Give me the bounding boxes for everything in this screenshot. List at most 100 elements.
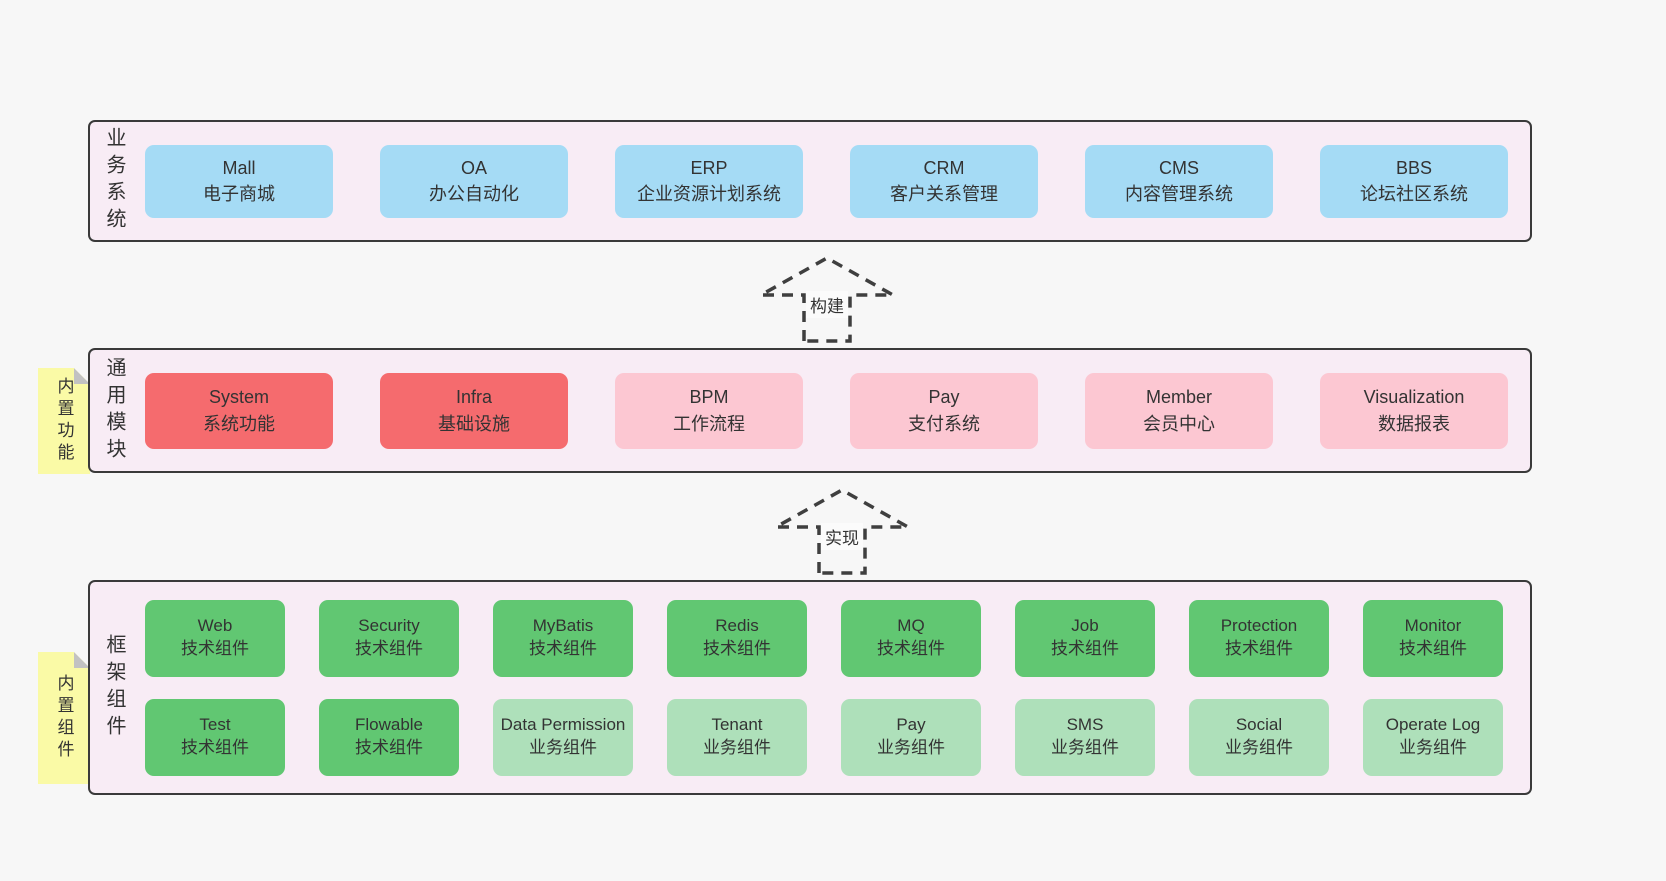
- module-data-permission: Data Permission 业务组件: [493, 698, 633, 776]
- module-row: Web 技术组件 Security 技术组件 MyBatis 技术组件 Redi…: [145, 599, 1520, 677]
- band-common-modules: 通用模块 System 系统功能 Infra 基础设施 BPM 工作流程 Pay…: [88, 348, 1532, 473]
- module-title: Web: [197, 616, 233, 636]
- module-mq: MQ 技术组件: [841, 599, 981, 677]
- module-title: Security: [358, 616, 420, 636]
- module-security: Security 技术组件: [319, 599, 459, 677]
- module-title: ERP: [690, 157, 728, 178]
- module-title: System: [208, 387, 269, 408]
- module-title: Test: [199, 715, 231, 735]
- sticky-built-in-components-label: 内置组件: [54, 674, 74, 762]
- module-tenant: Tenant 业务组件: [667, 698, 807, 776]
- module-title: CMS: [1159, 157, 1199, 178]
- module-title: Pay: [896, 715, 926, 735]
- module-row: Test 技术组件 Flowable 技术组件 Data Permission …: [145, 698, 1520, 776]
- module-title: Tenant: [711, 715, 763, 735]
- module-subtitle: 业务组件: [703, 738, 771, 757]
- module-monitor: Monitor 技术组件: [1363, 599, 1503, 677]
- module-operate-log: Operate Log 业务组件: [1363, 698, 1503, 776]
- module-subtitle: 技术组件: [1225, 639, 1293, 658]
- module-title: Member: [1145, 387, 1212, 408]
- arrow-implement-label: 实现: [821, 523, 863, 550]
- module-title: BBS: [1395, 157, 1433, 178]
- band-business-systems-label: 业务系统: [103, 127, 125, 235]
- band-business-systems-rows: Mall 电子商城 OA 办公自动化 ERP 企业资源计划系统 CRM 客户关系…: [145, 122, 1520, 240]
- sticky-built-in-components: 内置组件: [38, 652, 90, 784]
- sticky-built-in-functions: 内置功能: [38, 368, 90, 474]
- module-subtitle: 技术组件: [355, 738, 423, 757]
- module-row: System 系统功能 Infra 基础设施 BPM 工作流程 Pay 支付系统…: [145, 372, 1520, 449]
- module-subtitle: 技术组件: [355, 639, 423, 658]
- module-subtitle: 客户关系管理: [890, 184, 998, 204]
- module-title: BPM: [689, 387, 729, 408]
- module-subtitle: 工作流程: [673, 413, 745, 434]
- arrow-build: 构建: [757, 255, 897, 343]
- module-oa: OA 办公自动化: [380, 144, 568, 218]
- module-title: Visualization: [1363, 387, 1465, 408]
- module-pay: Pay 支付系统: [850, 372, 1038, 449]
- module-subtitle: 电子商城: [203, 184, 275, 204]
- band-framework-components-rows: Web 技术组件 Security 技术组件 MyBatis 技术组件 Redi…: [145, 582, 1520, 793]
- module-subtitle: 技术组件: [181, 639, 249, 658]
- module-subtitle: 技术组件: [529, 639, 597, 658]
- module-subtitle: 业务组件: [1399, 738, 1467, 757]
- module-system: System 系统功能: [145, 372, 333, 449]
- band-common-modules-rows: System 系统功能 Infra 基础设施 BPM 工作流程 Pay 支付系统…: [145, 350, 1520, 471]
- module-subtitle: 业务组件: [1051, 738, 1119, 757]
- module-mall: Mall 电子商城: [145, 144, 333, 218]
- module-subtitle: 技术组件: [1399, 639, 1467, 658]
- module-subtitle: 技术组件: [181, 738, 249, 757]
- module-sms: SMS 业务组件: [1015, 698, 1155, 776]
- module-flowable: Flowable 技术组件: [319, 698, 459, 776]
- module-job: Job 技术组件: [1015, 599, 1155, 677]
- module-title: Data Permission: [500, 715, 626, 735]
- module-protection: Protection 技术组件: [1189, 599, 1329, 677]
- module-title: Pay: [928, 387, 960, 408]
- module-subtitle: 业务组件: [529, 738, 597, 757]
- band-framework-components-label: 框架组件: [103, 633, 125, 742]
- band-common-modules-label: 通用模块: [103, 356, 125, 465]
- module-bpm: BPM 工作流程: [615, 372, 803, 449]
- module-mybatis: MyBatis 技术组件: [493, 599, 633, 677]
- module-subtitle: 基础设施: [438, 413, 510, 434]
- module-subtitle: 业务组件: [877, 738, 945, 757]
- module-title: Redis: [715, 616, 759, 636]
- module-subtitle: 企业资源计划系统: [637, 184, 781, 204]
- module-title: SMS: [1066, 715, 1104, 735]
- module-title: MyBatis: [532, 616, 594, 636]
- module-title: Protection: [1220, 616, 1298, 636]
- module-redis: Redis 技术组件: [667, 599, 807, 677]
- module-title: Infra: [455, 387, 493, 408]
- module-subtitle: 系统功能: [203, 413, 275, 434]
- module-title: Mall: [222, 157, 256, 178]
- module-subtitle: 论坛社区系统: [1360, 184, 1468, 204]
- module-pay-biz: Pay 业务组件: [841, 698, 981, 776]
- module-test: Test 技术组件: [145, 698, 285, 776]
- module-title: Flowable: [354, 715, 424, 735]
- module-subtitle: 技术组件: [1051, 639, 1119, 658]
- module-visualization: Visualization 数据报表: [1320, 372, 1508, 449]
- module-title: Job: [1071, 616, 1099, 636]
- module-subtitle: 会员中心: [1143, 413, 1215, 434]
- module-title: MQ: [897, 616, 925, 636]
- arrow-build-label: 构建: [806, 291, 848, 318]
- band-business-systems: 业务系统 Mall 电子商城 OA 办公自动化 ERP 企业资源计划系统 CRM…: [88, 120, 1532, 242]
- module-title: OA: [460, 157, 487, 178]
- module-title: Monitor: [1404, 616, 1462, 636]
- sticky-built-in-functions-label: 内置功能: [54, 377, 74, 465]
- module-subtitle: 内容管理系统: [1125, 184, 1233, 204]
- module-infra: Infra 基础设施: [380, 372, 568, 449]
- module-title: Social: [1235, 715, 1283, 735]
- module-row: Mall 电子商城 OA 办公自动化 ERP 企业资源计划系统 CRM 客户关系…: [145, 144, 1520, 218]
- module-subtitle: 技术组件: [703, 639, 771, 658]
- module-member: Member 会员中心: [1085, 372, 1273, 449]
- module-subtitle: 技术组件: [877, 639, 945, 658]
- band-framework-components: 框架组件 Web 技术组件 Security 技术组件 MyBatis 技术组件…: [88, 580, 1532, 795]
- module-social: Social 业务组件: [1189, 698, 1329, 776]
- module-subtitle: 支付系统: [908, 413, 980, 434]
- module-web: Web 技术组件: [145, 599, 285, 677]
- module-subtitle: 办公自动化: [429, 184, 519, 204]
- module-erp: ERP 企业资源计划系统: [615, 144, 803, 218]
- arrow-implement: 实现: [772, 487, 912, 575]
- module-title: Operate Log: [1385, 715, 1481, 735]
